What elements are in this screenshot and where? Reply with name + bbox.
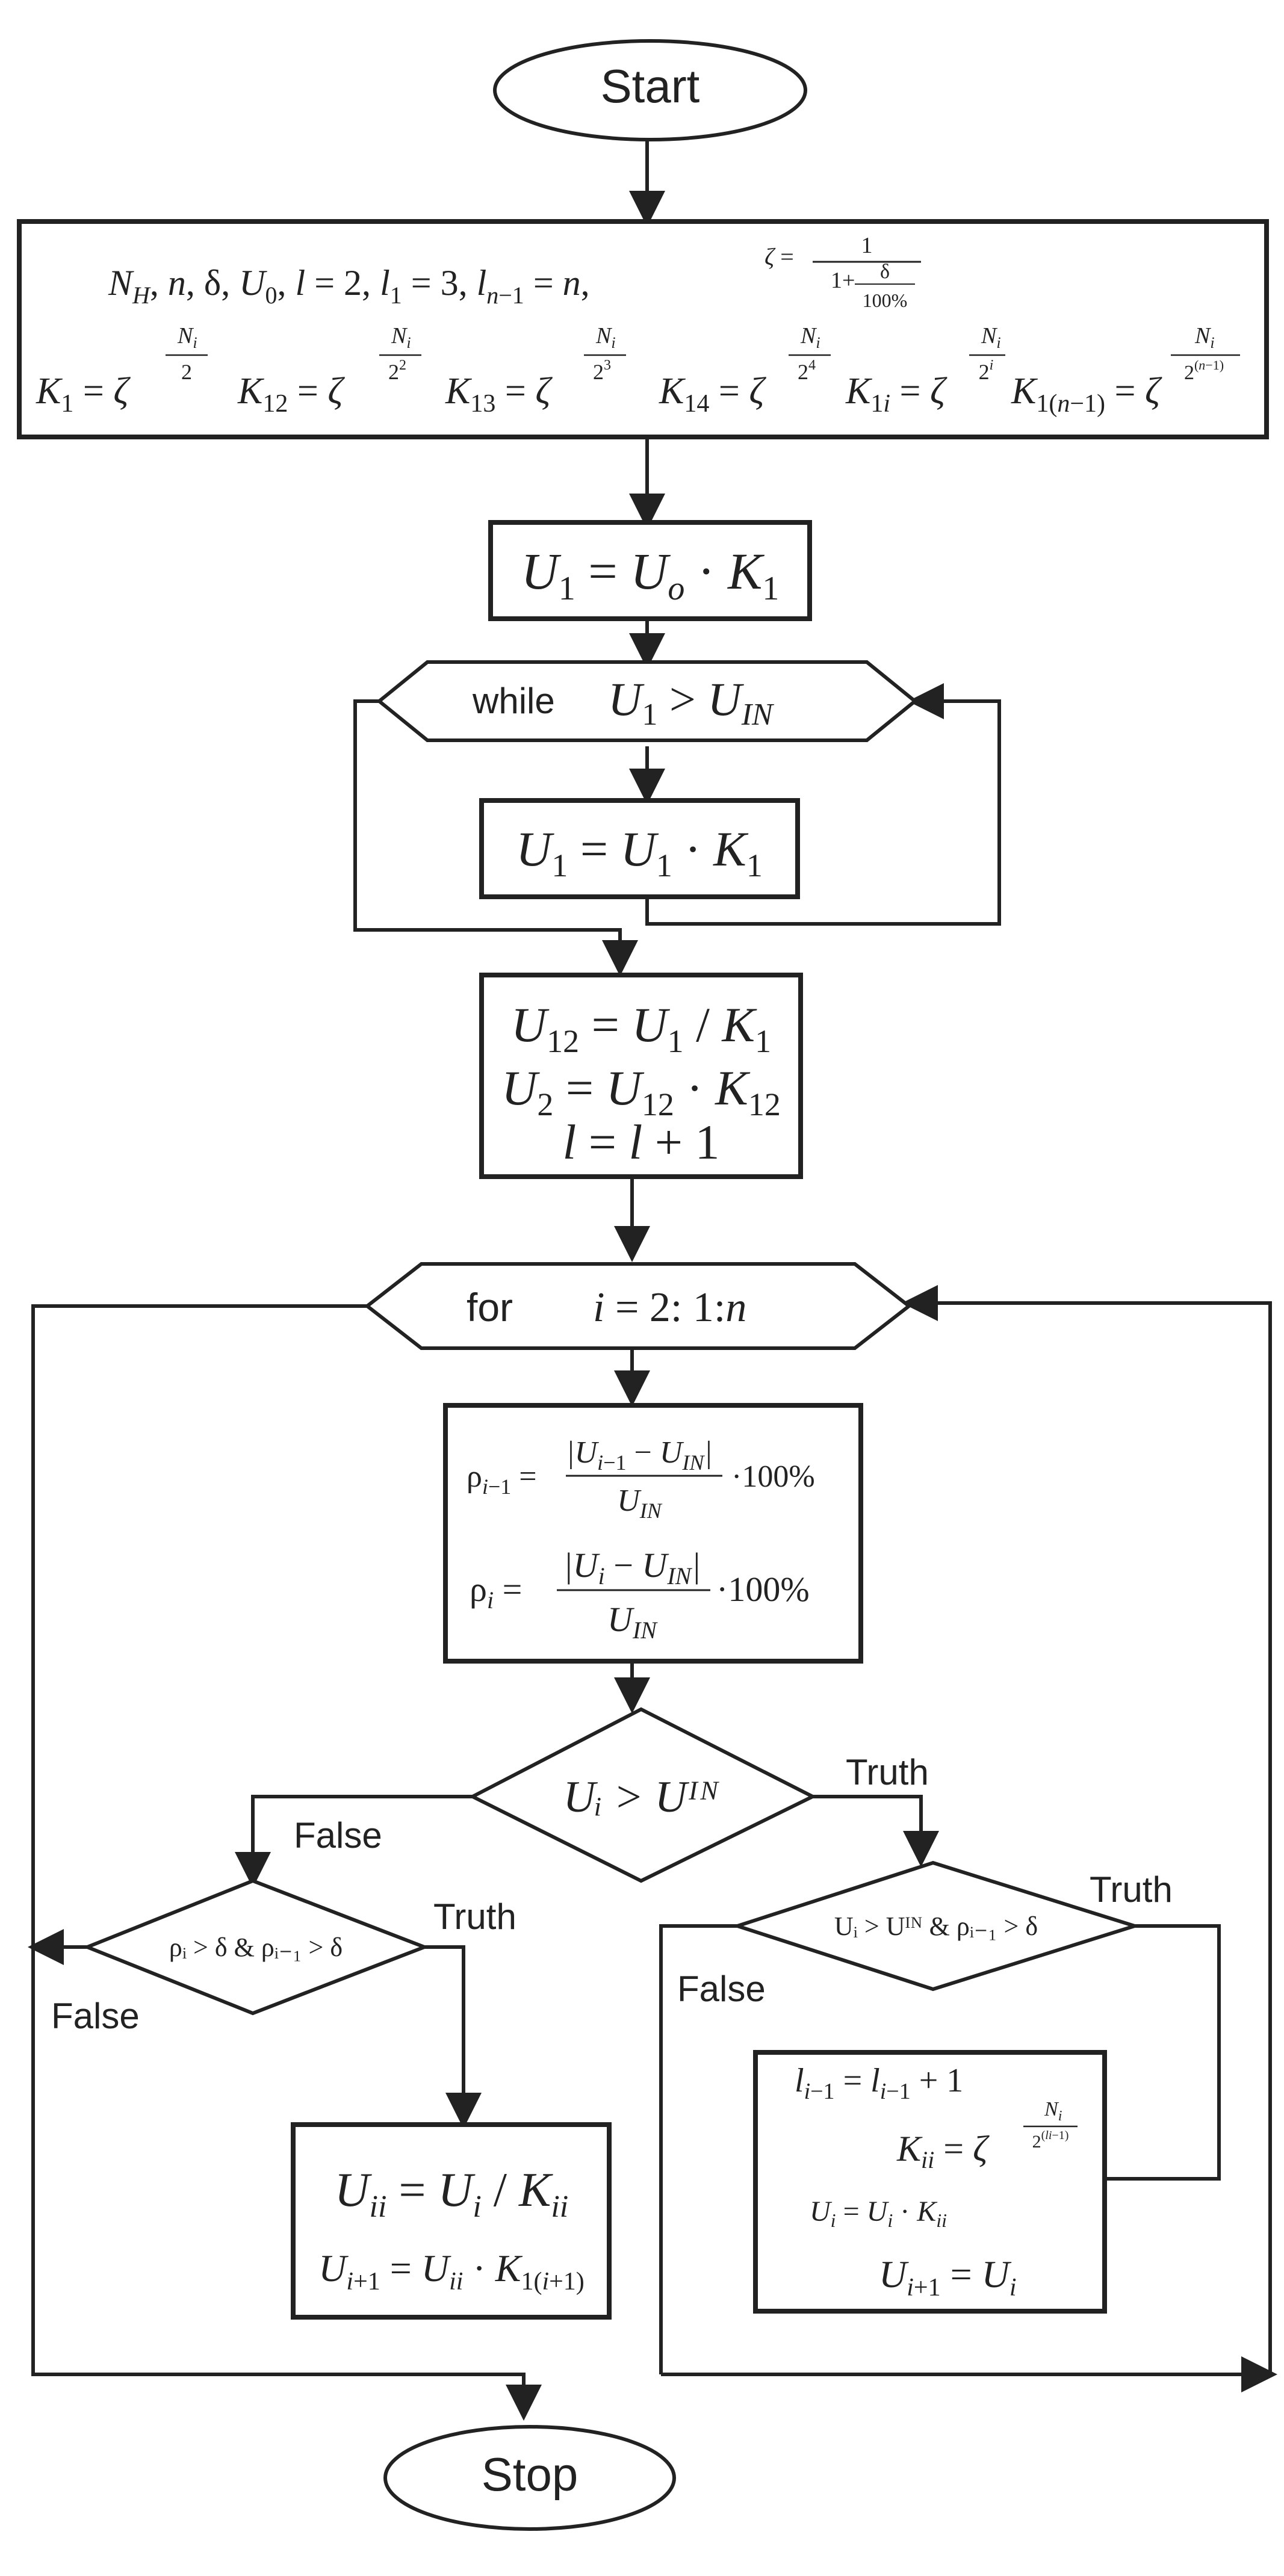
cond1-text: Uᵢ > Uᴵᴺ	[563, 1773, 720, 1822]
svg-text:Kii = ζ: Kii = ζ	[896, 2129, 990, 2173]
start-label: Start	[601, 60, 700, 113]
rho-box	[443, 1403, 863, 1664]
edge-cond3-truth	[1049, 1924, 1221, 2197]
svg-text:1+: 1+	[831, 268, 855, 293]
edge-cond2-truth	[424, 1945, 482, 2129]
svg-text:2: 2	[181, 360, 192, 384]
svg-text:Uii = Ui / Kii: Uii = Ui / Kii	[335, 2164, 569, 2224]
while-keyword: while	[472, 681, 555, 721]
svg-text:K13 = ζ: K13 = ζ	[445, 371, 553, 418]
label-false-left: False	[51, 1996, 140, 2036]
label-truth-left: Truth	[433, 1896, 516, 1937]
edge-cond3-false	[659, 1924, 737, 2374]
svg-text:δ: δ	[880, 261, 890, 283]
svg-text:Ui+1 = Ui: Ui+1 = Ui	[879, 2253, 1017, 2302]
edge-cond1-false	[235, 1795, 473, 1888]
edge-for-exit	[31, 1304, 542, 2421]
svg-text:ζ =: ζ =	[765, 243, 794, 270]
svg-text:100%: 100%	[863, 289, 908, 311]
svg-text:K14 = ζ: K14 = ζ	[659, 371, 766, 418]
while-hexagon	[376, 660, 918, 742]
svg-text:K1i = ζ: K1i = ζ	[845, 371, 947, 418]
svg-text:Ui = Ui · Kii: Ui = Ui · Kii	[810, 2196, 947, 2231]
stop-label: Stop	[482, 2448, 578, 2501]
start-terminal	[493, 39, 807, 141]
cond3-diamond	[731, 1860, 1141, 1992]
svg-text:24: 24	[798, 358, 816, 384]
cond2-diamond	[82, 1878, 430, 2016]
svg-text:K1 = ζ: K1 = ζ	[36, 371, 131, 418]
svg-text:2(n−1): 2(n−1)	[1184, 358, 1224, 384]
edge-while-exit	[353, 699, 638, 976]
svg-text:1: 1	[861, 233, 873, 258]
svg-text:ρi =: ρi =	[470, 1570, 522, 1614]
svg-text:l = l + 1: l = l + 1	[562, 1115, 719, 1169]
update-box	[753, 2050, 1107, 2314]
edge-right-loop-back	[902, 1285, 1272, 2374]
svg-text:K1(n−1) = ζ: K1(n−1) = ζ	[1011, 371, 1162, 418]
edge-cond1-truth	[813, 1795, 939, 1867]
while-condition: U1 > UIN	[608, 673, 775, 732]
stop-terminal	[383, 2425, 676, 2531]
label-false-main: False	[294, 1815, 382, 1856]
svg-text:·100%: ·100%	[716, 1570, 810, 1609]
loop-body-box	[479, 798, 800, 899]
cond1-diamond	[468, 1707, 817, 1883]
label-truth-main: Truth	[846, 1752, 929, 1792]
svg-text:23: 23	[593, 358, 611, 384]
for-range: i = 2: 1:n	[593, 1284, 746, 1331]
u12-box	[479, 973, 803, 1179]
label-false-right: False	[677, 1969, 766, 2009]
label-truth-right: Truth	[1090, 1869, 1173, 1910]
edge-body-loop-back	[645, 683, 1001, 926]
svg-text:NH, n, δ, U0, l = 2, l1 = 3, l: NH, n, δ, U0, l = 2, l1 = 3, ln−1 = n,	[108, 263, 590, 309]
u1-box	[488, 520, 812, 621]
svg-text:·100%: ·100%	[731, 1460, 815, 1494]
svg-text:K12 = ζ: K12 = ζ	[237, 371, 345, 418]
cond3-text: Uᵢ > Uᴵᴺ & ρᵢ₋₁ > δ	[834, 1912, 1038, 1941]
svg-text:Ni: Ni	[391, 323, 411, 351]
kii-box	[291, 2122, 612, 2320]
init-box	[17, 219, 1269, 439]
cond2-text: ρᵢ > δ & ρᵢ₋₁ > δ	[169, 1933, 343, 1962]
for-hexagon	[364, 1262, 912, 1350]
for-keyword: for	[467, 1285, 513, 1330]
